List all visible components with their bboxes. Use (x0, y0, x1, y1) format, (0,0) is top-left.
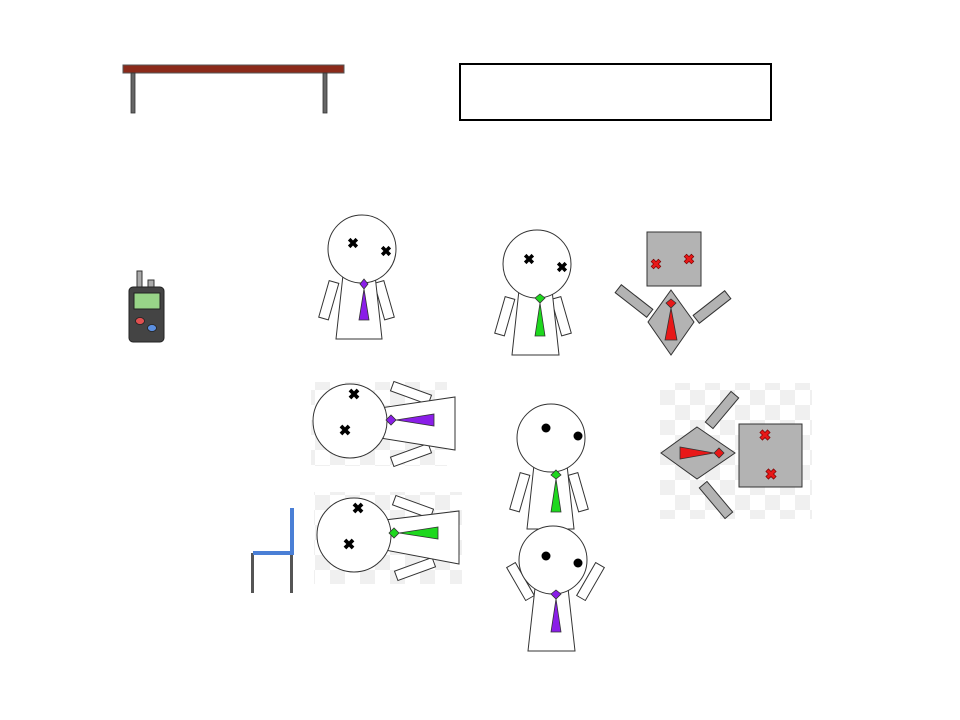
robot-red-tie-dead-arms-up[interactable] (614, 231, 732, 356)
speech-box (459, 63, 772, 121)
stickman-purple-tie-dead-standing[interactable] (318, 214, 397, 340)
walkie-talkie-icon[interactable] (128, 270, 165, 343)
stickman-purple-tie-dead-lying[interactable] (311, 380, 456, 468)
stickman-green-tie-alive-standing[interactable] (509, 403, 589, 530)
chair-icon[interactable] (251, 508, 294, 593)
stickman-green-tie-dead-lying[interactable] (314, 492, 462, 584)
stickman-green-tie-dead-standing[interactable] (494, 229, 572, 356)
robot-red-tie-dead-lying[interactable] (660, 383, 812, 520)
table-icon[interactable] (122, 64, 345, 114)
stickman-purple-tie-alive-arms-up[interactable] (505, 525, 606, 652)
